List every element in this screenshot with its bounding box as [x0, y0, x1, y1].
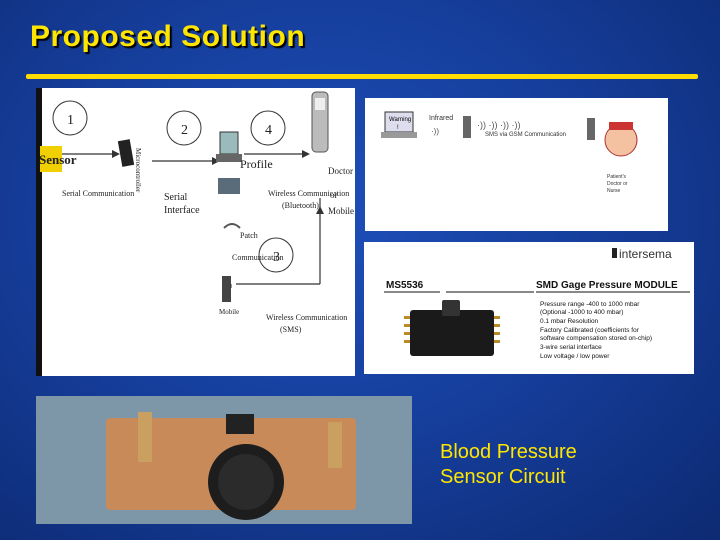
profile-label: Profile [240, 157, 273, 171]
warning-label-2: ! [397, 125, 399, 131]
step-1-circle [52, 100, 88, 136]
recipient-label-1: Patient's [607, 174, 627, 180]
mobile-phone [222, 276, 231, 302]
recipient-label-2: Doctor or [607, 181, 628, 187]
patch-comm-label-2: Communication [232, 253, 284, 262]
laptop-screen [219, 131, 239, 155]
ic-chip [226, 414, 254, 434]
header-pins-right [328, 422, 342, 468]
wireless-bluetooth-label-1: Wireless Communication [268, 189, 349, 198]
brand-mark-icon [612, 248, 617, 258]
brand-label: intersema [619, 247, 672, 261]
warning-label-1: Warning [389, 117, 411, 123]
step-4-label: 4 [265, 123, 272, 138]
part-number: MS5536 [386, 280, 424, 291]
title-underline [26, 74, 698, 79]
caption-line-2: Sensor Circuit [440, 466, 566, 488]
wireless-bluetooth-label-2: (Bluetooth) [282, 201, 319, 210]
feature-item: software compensation stored on-chip) [540, 335, 652, 342]
infrared-label: Infrared [429, 115, 453, 122]
svg-text:·)): ·)) [431, 127, 439, 136]
feature-item: 3-wire serial interface [540, 344, 602, 351]
profile-thumbnail [218, 178, 240, 194]
microcontroller-chip [117, 139, 135, 167]
microcontroller-label: Microcontroller [134, 148, 142, 193]
datasheet-image: intersema MS5536 SMD Gage Pressure MODUL… [364, 242, 694, 374]
communication-diagram-image: Warning ! Infrared ·)) ·)) ·)) ·)) ·)) S… [365, 98, 668, 231]
feature-item: Factory Calibrated (coefficients for [540, 327, 640, 334]
recipient-label-3: Nurse [607, 188, 621, 194]
mobile-label: Mobile [219, 308, 239, 316]
header-pins-left [138, 412, 152, 462]
phone-icon-left [463, 116, 471, 138]
step-1-label: 1 [67, 113, 74, 128]
step-3-label: 3 [273, 250, 280, 265]
module-title: SMD Gage Pressure MODULE [536, 280, 678, 291]
circuit-board-photo [36, 396, 412, 524]
wireless-sms-label-1: Wireless Communication [266, 313, 347, 322]
sensor-box [40, 146, 62, 172]
pressure-sensor-chip [410, 310, 494, 356]
feature-item: (Optional -1000 to 400 mbar) [540, 309, 623, 316]
doctor-label-3: Mobile [328, 206, 354, 216]
doctor-label-1: Doctor [328, 166, 353, 176]
serial-communication-label: Serial Communication [62, 189, 134, 198]
slide-title: Proposed Solution [30, 20, 306, 53]
laptop-base [216, 154, 242, 162]
feature-item: Low voltage / low power [540, 353, 610, 360]
sms-gsm-label: SMS via GSM Communication [485, 132, 566, 138]
phone-icon-right [587, 118, 595, 140]
image-caption: Blood Pressure Sensor Circuit [440, 440, 577, 490]
feature-item: 0.1 mbar Resolution [540, 318, 599, 325]
patch-comm-label-1: Patch [240, 231, 258, 240]
feature-item: Pressure range -400 to 1000 mbar [540, 301, 640, 308]
sensor-label: Sensor [39, 152, 77, 167]
serial-interface-label-2: Interface [164, 205, 200, 216]
svg-text:·)) ·)) ·)) ·)): ·)) ·)) ·)) ·)) [477, 120, 520, 130]
serial-interface-label-1: Serial [164, 192, 188, 203]
step-2-label: 2 [181, 123, 188, 138]
step-3-circle [258, 237, 294, 273]
caption-line-1: Blood Pressure [440, 441, 577, 463]
step-4-circle [250, 110, 286, 146]
doctor-label-2: or [330, 190, 338, 200]
step-2-circle [166, 110, 202, 146]
block-diagram-image: 1 2 4 3 Sensor Microcontroller Serial Co… [36, 88, 355, 376]
wireless-sms-label-2: (SMS) [280, 325, 302, 334]
